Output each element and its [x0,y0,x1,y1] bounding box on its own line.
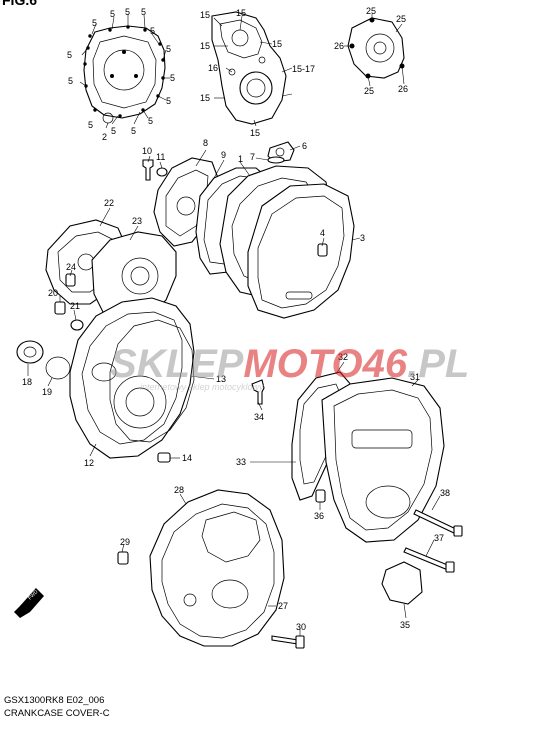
callout: 4 [320,228,325,238]
callout: 5 [92,18,97,28]
leader-lines [27,14,441,636]
caption-code: GSX1300RK8 E02_006 [4,695,104,706]
callout: 26 [334,41,344,51]
callout: 10 [142,146,152,156]
callout: 5 [170,73,175,83]
callout: 12 [84,458,94,468]
callout: 15 [200,41,210,51]
callout: 23 [132,216,142,226]
watermark-brand-suffix: .PL [407,342,469,386]
part-bolt-30 [271,635,305,649]
callout: 5 [68,76,73,86]
callout: 16 [208,63,218,73]
callout: 30 [296,622,306,632]
part-dowel-24 [65,273,76,287]
callout: 5 [110,9,115,19]
part-seal-18 [16,340,44,364]
watermark-brand-red: MOTO46 [243,342,408,386]
callout: 15 [236,8,246,18]
part-dowel-20 [54,301,66,315]
callout: 5 [150,26,155,36]
callout: 36 [314,511,324,521]
callout: 25 [364,86,374,96]
part-bolt-38 [413,509,463,537]
callout: 37 [434,533,444,543]
part-gasket-3 [247,183,355,319]
figure-label: FIG.6 [2,0,37,8]
callout: 25 [396,14,406,24]
callout: 15 [250,128,260,138]
part-top-right-cover [347,17,405,79]
callout: 15 [200,93,210,103]
callout: 9 [221,150,226,160]
part-gasket-13 [109,319,195,443]
part-oring-19 [45,356,71,380]
callout: 38 [440,488,450,498]
part-bolt-34 [251,379,265,405]
part-top-middle-cover [211,11,287,125]
callout: 3 [360,233,365,243]
callout: 1 [238,154,243,164]
callout: 5 [88,120,93,130]
part-oring-7 [267,156,285,164]
callout: 35 [400,620,410,630]
callout: 5 [166,96,171,106]
part-ring-21 [70,319,84,331]
watermark-brand-gray: SKLEP [110,342,244,386]
callout: 26 [398,84,408,94]
part-dowel-29 [117,551,129,565]
callout: 11 [156,152,165,162]
part-cover-27 [149,489,285,647]
callout: 7 [250,152,255,162]
callout: 2 [102,132,107,142]
callout: 15-17 [292,64,315,74]
part-dowel-4 [317,243,328,257]
callout: 13 [216,374,226,384]
callout-labels: 5 5 5 5 5 5 5 5 5 5 5 5 5 5 2 25 25 26 2… [22,6,450,632]
callout: 25 [366,6,376,16]
callout: 5 [125,7,130,17]
callout: 19 [42,387,52,397]
part-cap-35 [381,561,423,605]
callout: 24 [66,262,76,272]
callout: 5 [148,116,153,126]
part-dowel-14 [157,452,171,463]
callout: 6 [302,141,307,151]
svg-text:SKLEPMOTO46.PL: SKLEPMOTO46.PL [110,342,469,386]
callout: 14 [182,453,192,463]
callout: 31 [410,372,420,382]
callout: 18 [22,377,32,387]
callout: 33 [236,457,246,467]
part-bolt-10 [142,159,154,181]
callout: 29 [120,537,130,547]
caption-title: CRANKCASE COVER-C [4,708,110,719]
callout: 27 [278,601,288,611]
callout: 15 [200,10,210,20]
callout: 21 [70,301,80,311]
part-ring-11 [156,167,168,177]
part-cover-12 [69,297,195,459]
callout: 20 [48,288,58,298]
callout: 5 [141,7,146,17]
part-bolt-37 [403,547,455,573]
part-dowel-36 [315,489,326,503]
watermark: SKLEPMOTO46.PL internetowy sklep motocyk… [110,342,469,392]
callout: 32 [338,352,348,362]
callout: 5 [111,126,116,136]
callout: 15 [272,39,282,49]
watermark-tagline: internetowy sklep motocyklowy [140,382,264,392]
callout: 22 [104,198,114,208]
callout: 5 [166,44,171,54]
callout: 28 [174,485,184,495]
callout: 5 [131,126,136,136]
fwd-arrow-icon: FWD [14,588,44,618]
callout: 8 [203,138,208,148]
callout: 5 [67,50,72,60]
callout: 34 [254,412,264,422]
part-cover-31 [321,377,445,543]
